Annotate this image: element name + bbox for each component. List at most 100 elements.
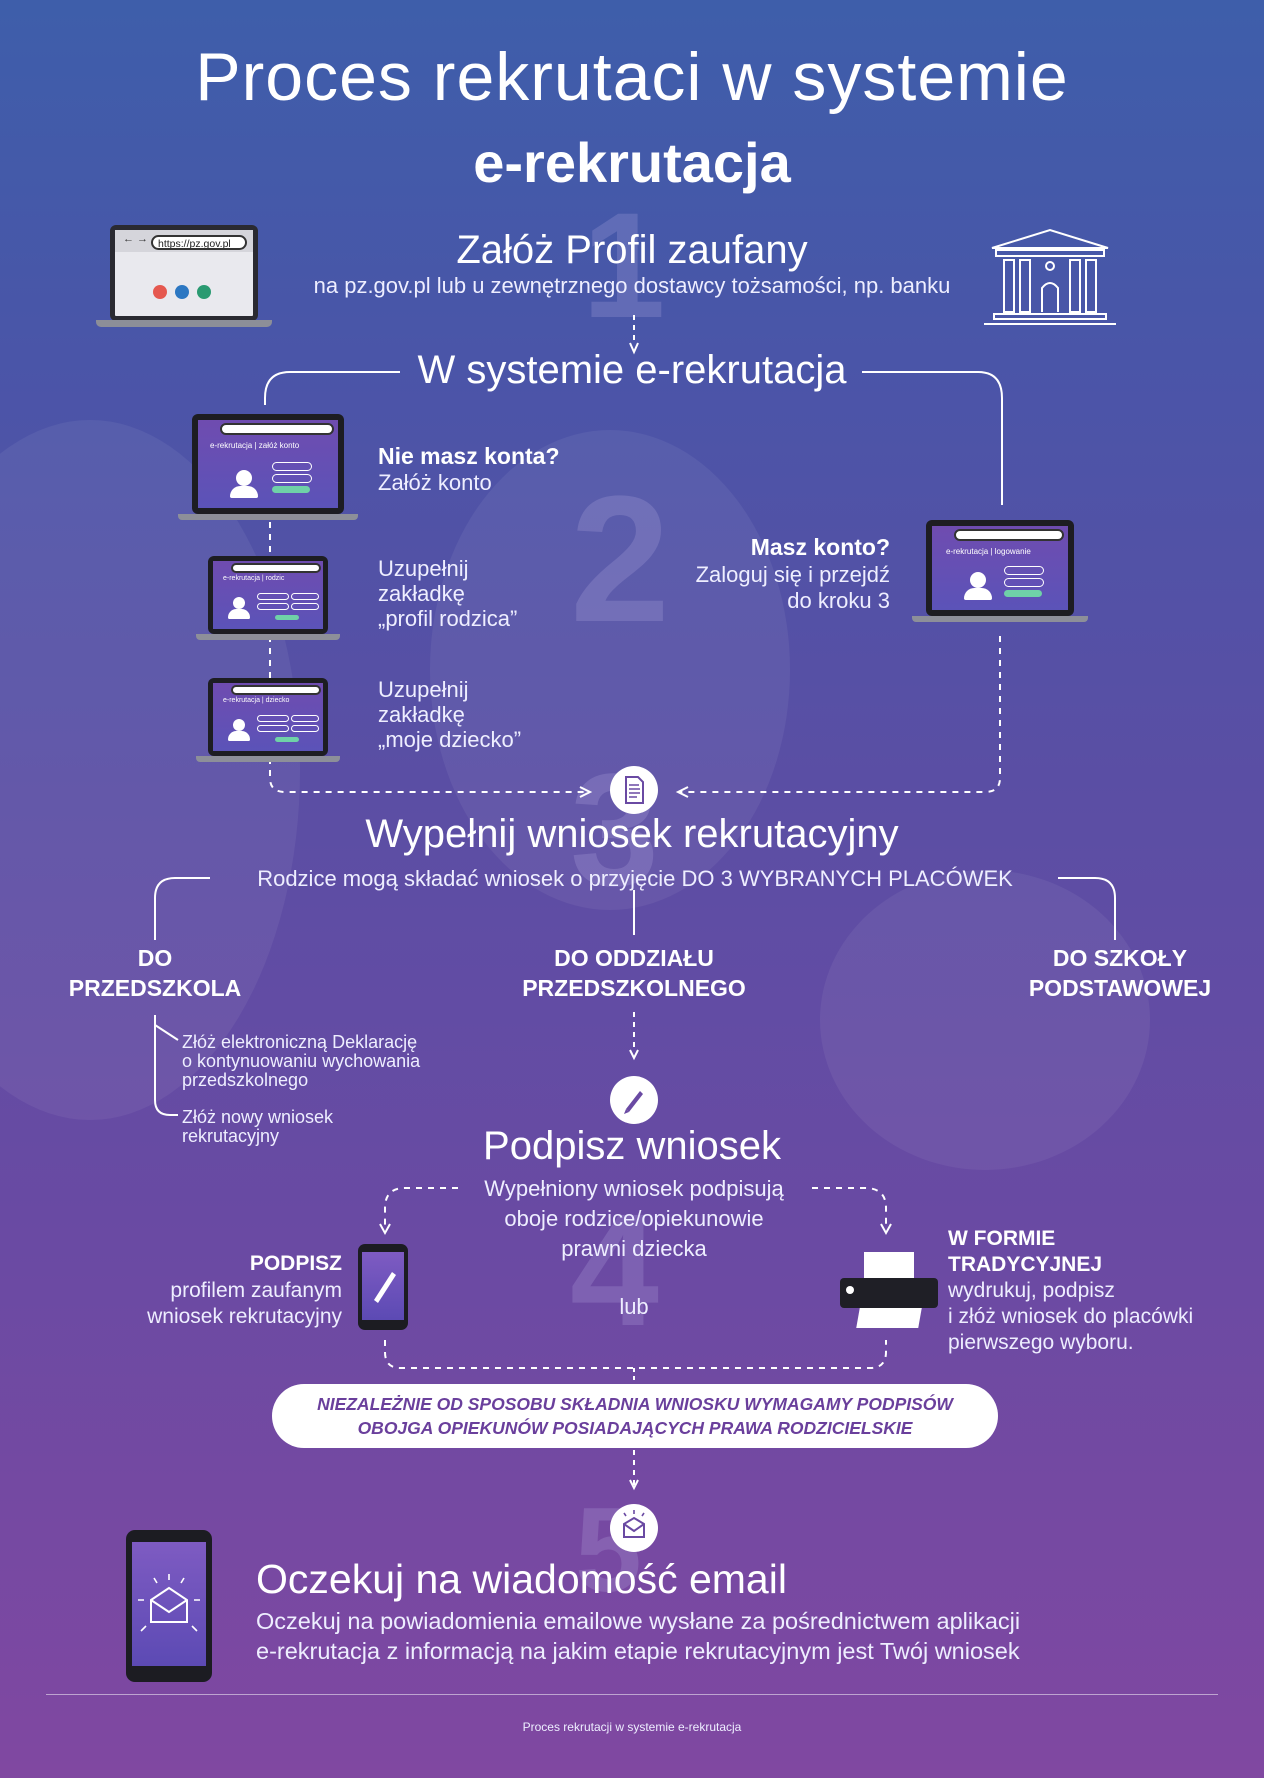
tablet-screen (132, 1542, 206, 1666)
preschool-note-new-application: Złóż nowy wniosek rekrutacyjny (182, 1108, 333, 1146)
no-account-title: Nie masz konta? (378, 443, 560, 469)
text-line: Zaloguj się i przejdź (695, 562, 890, 587)
printer-output-paper (856, 1308, 922, 1328)
screen-label: e-rekrutacja | załóż konto (210, 441, 300, 450)
step-number-4: 4 (570, 1180, 659, 1359)
form-field (291, 593, 319, 600)
pen-icon (374, 1272, 396, 1303)
text-line: DO (137, 945, 173, 971)
page-title: Proces rekrutaci w systemie (195, 39, 1069, 115)
form-field (272, 474, 312, 483)
step1-subtitle: na pz.gov.pl lub u zewnętrznego dostawcy… (313, 273, 951, 298)
pen-glyph (624, 1091, 643, 1114)
url-field: https://pz.gov.pl (151, 235, 247, 250)
back-forward-icon: ← → (123, 233, 149, 245)
text-line: Złóż elektroniczną Deklarację (182, 1032, 418, 1052)
traditional-title: W FORMIE TRADYCYJNEJ (948, 1226, 1102, 1278)
laptop-screen: e-rekrutacja | logowanie (932, 526, 1068, 610)
step1-title: Załóż Profil zaufany (456, 228, 808, 272)
form-field (257, 725, 289, 732)
form-field (257, 593, 289, 600)
pen-icon (610, 1076, 658, 1124)
url-bar (231, 685, 321, 695)
footer-divider (46, 1694, 1218, 1695)
step-number-2: 2 (570, 459, 671, 660)
step3-title: Wypełnij wniosek rekrutacyjny (365, 812, 899, 856)
step5-title: Oczekuj na wiadomość email (256, 1556, 787, 1602)
signature-notice: NIEZALEŻNIE OD SPOSOBU SKŁADNIA WNIOSKU … (272, 1384, 998, 1448)
mail-glyph (623, 1510, 645, 1538)
red-dot-icon (153, 285, 167, 299)
laptop-icon: e-rekrutacja | dziecko (208, 678, 328, 756)
notice-text: NIEZALEŻNIE OD SPOSOBU SKŁADNIA WNIOSKU … (317, 1394, 953, 1438)
step3-subtitle: Rodzice mogą składać wniosek o przyjęcie… (257, 866, 1013, 891)
text-line: i złóż wniosek do placówki (948, 1305, 1194, 1328)
form-field (257, 603, 289, 610)
step4-subtitle: Wypełniony wniosek podpisują oboje rodzi… (454, 1174, 814, 1264)
text-line: do kroku 3 (787, 588, 890, 613)
sign-online-title: PODPISZ (249, 1252, 342, 1275)
form-button (272, 486, 310, 493)
text-line: PRZEDSZKOLNEGO (522, 975, 746, 1001)
fill-parent-text: Uzupełnij zakładkę „profil rodzica” (378, 556, 517, 631)
option-preschool: DO PRZEDSZKOLA (40, 943, 270, 1003)
form-button (275, 615, 299, 620)
has-account-title: Masz konto? (750, 534, 890, 560)
or-label: lub (619, 1294, 649, 1319)
text-line: TRADYCYJNEJ (948, 1253, 1103, 1276)
text-line: przedszkolnego (182, 1070, 309, 1090)
document-glyph (625, 776, 644, 804)
screen-label: e-rekrutacja | rodzic (223, 575, 285, 582)
traditional-text: wydrukuj, podpisz i złóż wniosek do plac… (948, 1278, 1193, 1356)
printer-body (840, 1278, 938, 1308)
url-bar (231, 563, 321, 573)
text-line: W FORMIE (948, 1227, 1056, 1250)
user-icon (233, 597, 245, 609)
text-line: prawni dziecka (561, 1236, 707, 1261)
laptop-base (196, 634, 340, 640)
preschool-note-declaration: Złóż elektroniczną Deklarację o kontynuo… (182, 1033, 420, 1090)
printer-button (846, 1286, 854, 1294)
sign-online-text: profilem zaufanym wniosek rekrutacyjny (100, 1278, 342, 1330)
text-line: PODSTAWOWEJ (1028, 975, 1212, 1001)
user-icon (236, 470, 252, 486)
text-line: e-rekrutacja z informacją na jakim etapi… (256, 1638, 1020, 1664)
laptop-screen: e-rekrutacja | załóż konto (198, 420, 338, 508)
url-bar (954, 529, 1064, 541)
laptop-icon: e-rekrutacja | rodzic (208, 556, 328, 634)
document-icon (610, 766, 658, 814)
form-field (291, 603, 319, 610)
laptop-icon: e-rekrutacja | logowanie (926, 520, 1074, 616)
url-bar (220, 423, 334, 435)
text-line: „moje dziecko” (378, 727, 522, 752)
blue-dot-icon (175, 285, 189, 299)
form-field (291, 725, 319, 732)
form-button (275, 737, 299, 742)
step5-text: Oczekuj na powiadomienia emailowe wysłan… (256, 1606, 1020, 1666)
screen-label: e-rekrutacja | dziecko (223, 697, 290, 704)
text-line: zakładkę (378, 702, 465, 727)
form-field (272, 462, 312, 471)
form-field (257, 715, 289, 722)
text-line: o kontynuowaniu wychowania (182, 1051, 421, 1071)
text-line: pierwszego wyboru. (948, 1331, 1134, 1354)
step2-title: W systemie e-rekrutacja (417, 348, 847, 392)
tablet-mail-icon (126, 1530, 212, 1682)
form-button (1004, 590, 1042, 597)
child-icon (233, 719, 245, 731)
text-line: wydrukuj, podpisz (948, 1279, 1115, 1302)
footer-text: Proces rekrutacji w systemie e-rekrutacj… (522, 1720, 742, 1734)
option-preschool-unit: DO ODDZIAŁU PRZEDSZKOLNEGO (484, 943, 784, 1003)
mail-icon (610, 1504, 658, 1552)
text-line: DO ODDZIAŁU (554, 945, 714, 971)
fill-child-text: Uzupełnij zakładkę „moje dziecko” (378, 677, 521, 752)
has-account-text: Zaloguj się i przejdź do kroku 3 (640, 562, 890, 614)
text-line: Oczekuj na powiadomienia emailowe wysłan… (256, 1608, 1021, 1634)
text-line: DO SZKOŁY (1052, 945, 1188, 971)
laptop-icon: ← → https://pz.gov.pl (110, 225, 258, 321)
step-number-1: 1 (582, 181, 666, 349)
laptop-base (196, 756, 340, 762)
text-line: „profil rodzica” (378, 606, 518, 631)
